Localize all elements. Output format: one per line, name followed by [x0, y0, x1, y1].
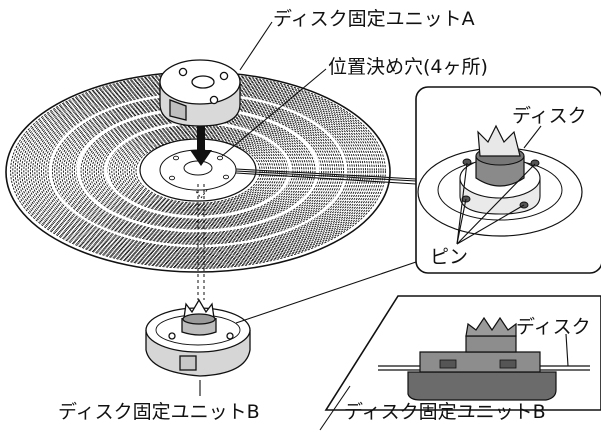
side-view-inset [324, 295, 601, 411]
positioning-holes-label: 位置決め穴(4ヶ所) [328, 56, 488, 78]
unit-b-label-left: ディスク固定ユニットB [58, 401, 260, 423]
pin-detail-inset [415, 86, 601, 274]
disk-label-top: ディスク [512, 105, 587, 127]
center-hole [183, 160, 213, 176]
disk-fix-unit-b [145, 298, 251, 377]
alignment-dashed-lines [194, 184, 208, 300]
unit-a-label: ディスク固定ユニットA [273, 8, 475, 30]
disk-fix-unit-a [159, 59, 241, 127]
positioning-holes [168, 155, 230, 181]
pin-label: ピン [430, 246, 468, 268]
unit-b-label-right: ディスク固定ユニットB [344, 401, 546, 423]
inset-projection-lines [235, 168, 417, 324]
disk-label-side: ディスク [516, 316, 591, 338]
callout-lines [199, 21, 351, 431]
insert-arrow [190, 124, 212, 166]
